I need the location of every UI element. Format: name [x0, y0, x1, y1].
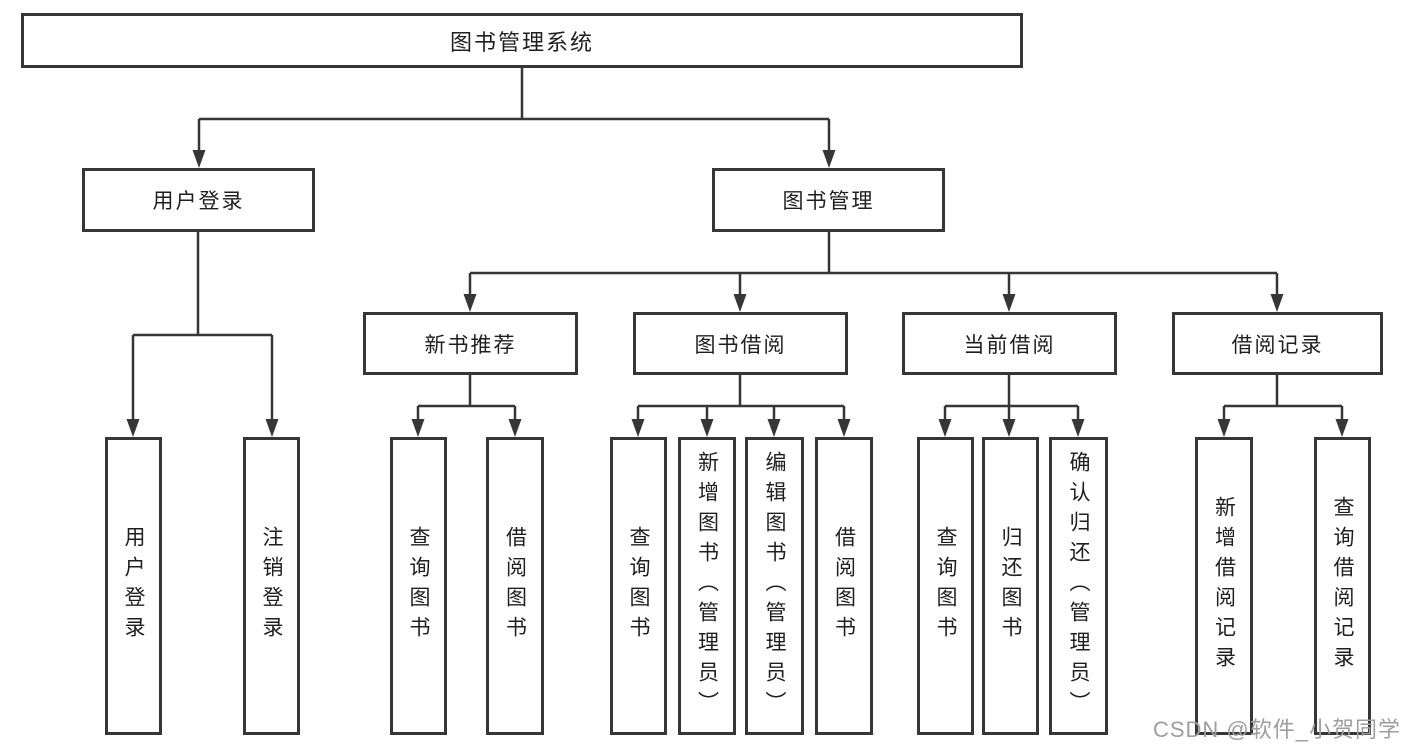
leaf-label: 新增图书（管理员）: [695, 451, 719, 721]
leaf-query-books-borrow: 查询图书: [610, 437, 667, 735]
arrowhead: [265, 419, 279, 437]
arrowhead: [938, 419, 952, 437]
node-label: 新书推荐: [424, 333, 517, 357]
node-label: 图书管理: [782, 190, 875, 213]
leaf-query-books-recommend: 查询图书: [390, 437, 447, 735]
node-label: 当前借阅: [963, 333, 1056, 357]
edge-records-to-leaves: [1222, 375, 1344, 420]
arrowhead: [463, 294, 477, 312]
edge-current-to-leaves: [943, 375, 1080, 420]
leaf-label: 查询图书: [407, 526, 430, 646]
node-root-system: 图书管理系统: [21, 13, 1023, 68]
node-label: 图书借阅: [694, 333, 787, 357]
arrowheads: [126, 150, 1349, 437]
leaf-add-books-admin: 新增图书（管理员）: [678, 437, 736, 735]
arrowhead: [1217, 419, 1231, 437]
leaf-query-books-current: 查询图书: [917, 437, 974, 735]
node-borrow-records: 借阅记录: [1172, 312, 1383, 375]
leaf-edit-books-admin: 编辑图书（管理员）: [745, 437, 804, 735]
arrowhead: [192, 150, 206, 168]
arrowhead: [733, 294, 747, 312]
arrowhead: [126, 419, 140, 437]
node-book-management: 图书管理: [712, 168, 945, 232]
leaf-label: 归还图书: [999, 526, 1022, 646]
leaf-label: 借阅图书: [832, 526, 856, 646]
leaf-label: 注销登录: [260, 526, 283, 646]
edge-borrow-to-leaves: [636, 375, 846, 420]
leaf-label: 新增借阅记录: [1212, 496, 1236, 676]
leaf-return-books: 归还图书: [982, 437, 1039, 735]
arrowhead: [700, 419, 714, 437]
node-label: 图书管理系统: [449, 29, 594, 55]
arrowhead: [631, 419, 645, 437]
edge-userlogin-to-leaves: [131, 232, 274, 420]
node-new-book-recommend: 新书推荐: [363, 312, 578, 375]
leaf-label: 查询借阅记录: [1331, 496, 1354, 676]
arrowhead: [508, 419, 522, 437]
arrowhead: [1002, 294, 1016, 312]
leaf-label: 用户登录: [122, 526, 145, 646]
node-current-borrow: 当前借阅: [902, 312, 1117, 375]
arrowhead: [767, 419, 781, 437]
leaf-query-borrow-record: 查询借阅记录: [1314, 437, 1371, 735]
leaf-add-borrow-record: 新增借阅记录: [1195, 437, 1253, 735]
arrowhead: [1071, 419, 1085, 437]
arrowhead: [1335, 419, 1349, 437]
leaf-label: 查询图书: [934, 526, 957, 646]
leaf-borrow-books-recommend: 借阅图书: [486, 437, 544, 735]
arrowhead: [411, 419, 425, 437]
leaf-label: 确认归还（管理员）: [1067, 451, 1090, 721]
leaf-logout: 注销登录: [243, 437, 300, 735]
leaf-label: 查询图书: [627, 526, 650, 646]
arrowhead: [837, 419, 851, 437]
leaf-borrow-books: 借阅图书: [815, 437, 873, 735]
edge-newbook-to-leaves: [416, 375, 517, 420]
node-book-borrow: 图书借阅: [633, 312, 848, 375]
leaf-confirm-return-admin: 确认归还（管理员）: [1049, 437, 1108, 735]
edge-bookmgmt-to-level3: [468, 232, 1279, 295]
arrowhead: [1270, 294, 1284, 312]
arrowhead: [822, 150, 836, 168]
leaf-label: 编辑图书（管理员）: [763, 451, 786, 721]
node-user-login: 用户登录: [82, 168, 315, 232]
edge-lines: [131, 68, 1344, 420]
leaf-user-login: 用户登录: [105, 437, 162, 735]
csdn-watermark: CSDN @软件_小贺同学: [1152, 717, 1401, 742]
node-label: 借阅记录: [1231, 333, 1324, 357]
leaf-label: 借阅图书: [503, 526, 527, 646]
node-label: 用户登录: [152, 190, 245, 213]
edge-root-to-level2: [197, 68, 831, 151]
arrowhead: [1002, 419, 1016, 437]
